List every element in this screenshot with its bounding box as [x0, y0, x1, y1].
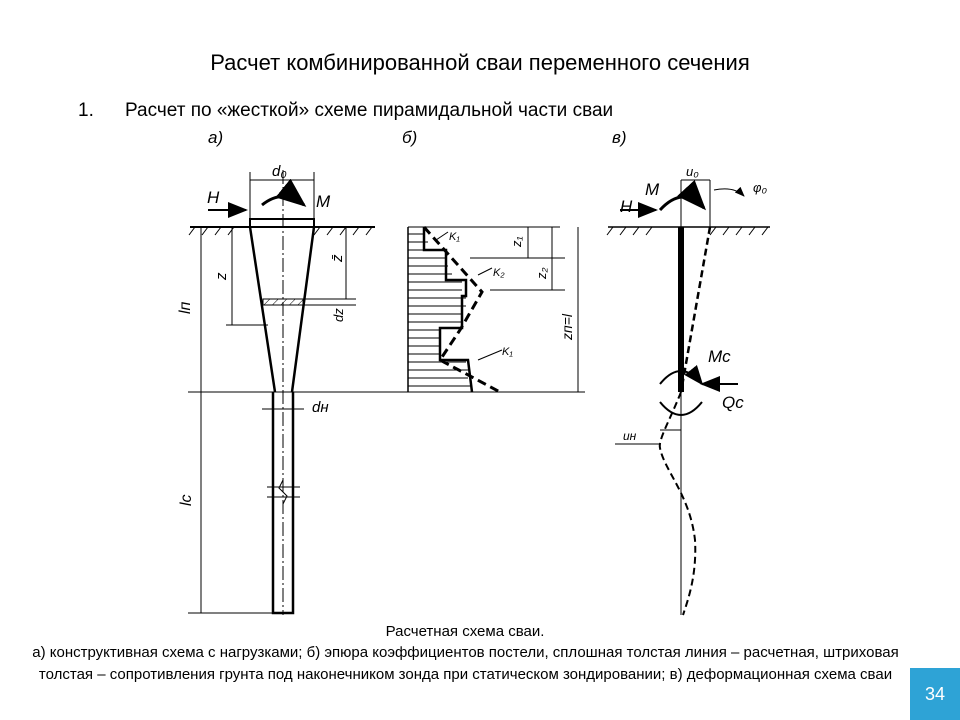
panel-a-structural-scheme: H M d₀ dн z z̄ dz lп lс	[177, 163, 585, 615]
rigid-pyramid-part	[678, 227, 684, 392]
pyramid-part	[248, 226, 316, 393]
k1-bottom-label: K₁	[502, 346, 513, 358]
deflected-pyramid	[679, 226, 712, 393]
load-M-label-a: M	[316, 192, 331, 211]
z1-label: z₁	[509, 236, 524, 248]
panel-label-a: а)	[208, 128, 223, 147]
column-part	[271, 392, 295, 615]
cone-resistance-line	[422, 226, 501, 394]
load-H-label-c: H	[620, 197, 633, 216]
depth-z-label: z	[213, 272, 230, 281]
pile-head	[249, 218, 315, 228]
k2-label: K₂	[493, 267, 505, 279]
panel-b-subgrade-diagram: K₁ K₂ K₁ z₁ z₂ zп=l	[407, 226, 579, 394]
figure-caption-heading: Расчетная схема сваи.	[385, 623, 545, 640]
load-H-label-a: H	[207, 188, 220, 207]
design-subgrade-line	[422, 227, 474, 393]
slice-dz	[262, 298, 304, 306]
list-item-number: 1.	[78, 100, 94, 121]
column-length-label: lс	[178, 494, 195, 506]
figure-caption-body: а) конструктивная схема с нагрузками; б)…	[32, 644, 899, 683]
moment-c-label: Mс	[708, 347, 731, 366]
displacement-n-label: uн	[623, 429, 637, 443]
page-number-badge: 34	[910, 668, 960, 720]
deflected-column	[658, 391, 697, 616]
top-width-label: d₀	[272, 163, 287, 180]
pyramid-length-label: lп	[177, 301, 194, 314]
panel-c-deformation-scheme: H M u₀ φ₀ Mс Qс uн	[606, 164, 770, 616]
subgrade-hatch	[408, 233, 470, 387]
k1-top-label: K₁	[449, 231, 460, 243]
depth-z-right-label: z̄	[329, 254, 346, 263]
moment-M-arrow	[261, 178, 307, 207]
list-item-text: Расчет по «жесткой» схеме пирамидальной …	[125, 100, 614, 121]
load-M-label-c: M	[645, 180, 660, 199]
z2-label: z₂	[534, 268, 549, 281]
bottom-width-label: dн	[312, 399, 329, 416]
slide-title: Расчет комбинированной сваи переменного …	[210, 50, 750, 75]
zn-label: zп=l	[559, 313, 575, 341]
top-displacement-label: u₀	[686, 164, 699, 179]
shear-c-label: Qс	[722, 393, 744, 412]
ground-hatch-a	[188, 226, 373, 236]
panel-label-c: в)	[612, 128, 627, 147]
panel-label-b: б)	[402, 128, 417, 147]
column-break	[267, 486, 300, 498]
slice-dz-label: dz	[331, 308, 346, 322]
top-rotation-label: φ₀	[753, 180, 767, 195]
